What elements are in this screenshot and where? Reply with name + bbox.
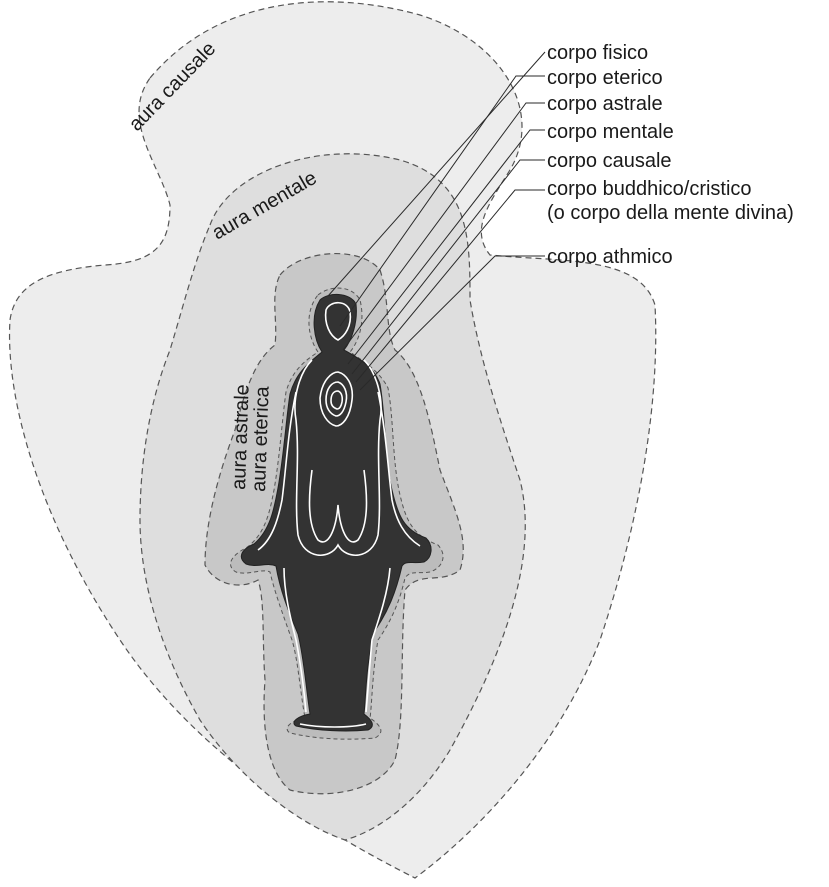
label-corpo-astrale: corpo astrale: [547, 93, 663, 115]
label-corpo-mentale: corpo mentale: [547, 121, 674, 143]
label-corpo-eterico: corpo eterico: [547, 67, 663, 89]
label-corpo-causale: corpo causale: [547, 150, 672, 172]
label-corpo-buddhico-note: (o corpo della mente divina): [547, 202, 794, 224]
label-corpo-athmico: corpo athmico: [547, 246, 673, 268]
aura-eterica-label: aura eterica: [248, 385, 274, 492]
label-corpo-fisico: corpo fisico: [547, 42, 648, 64]
label-corpo-buddhico: corpo buddhico/cristico: [547, 178, 752, 200]
